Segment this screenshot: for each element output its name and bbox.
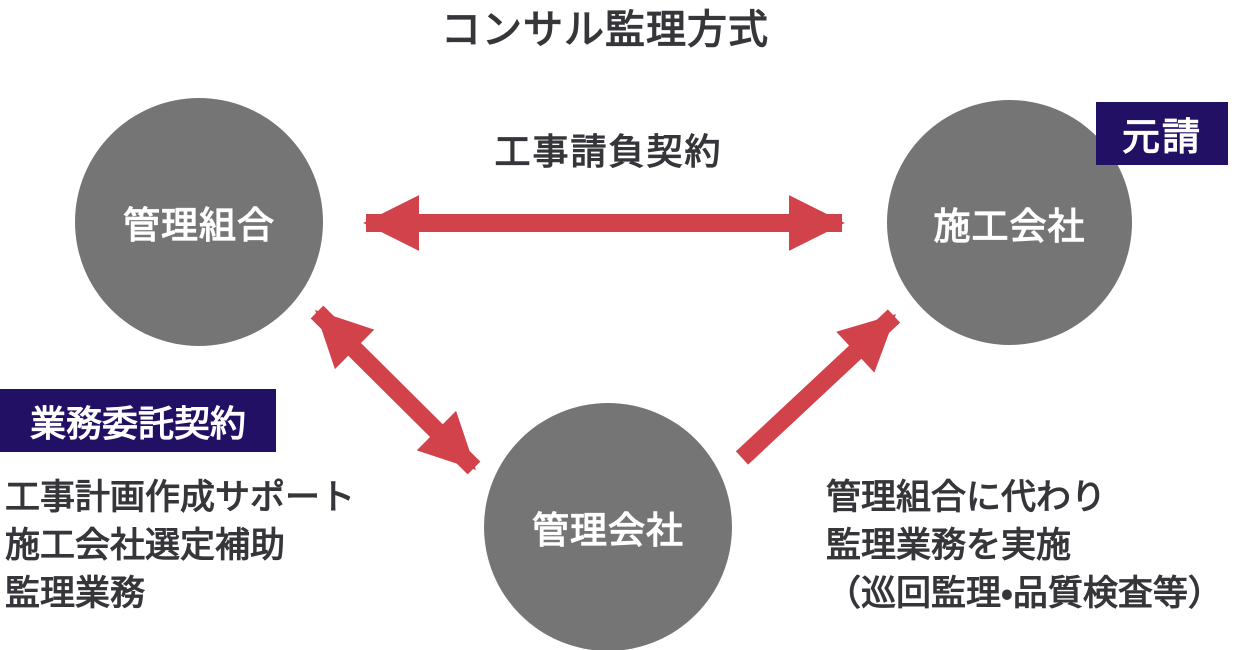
- node-management-association: 管理組合: [75, 98, 323, 346]
- consignment-contract-arrow: [310, 305, 481, 475]
- consignment-contract-badge: 業務委託契約: [0, 389, 276, 452]
- node-management-association-label: 管理組合: [123, 204, 275, 247]
- node-management-company-label: 管理会社: [532, 509, 684, 552]
- diagram-title: コンサル監理方式: [441, 7, 769, 53]
- supervision-duties-note: 管理組合に代わり 監理業務を実施 （巡回監理・品質検査等）: [826, 474, 1223, 618]
- construction-contract-label: 工事請負契約: [494, 132, 723, 173]
- node-construction-company-label: 施工会社: [933, 204, 1086, 248]
- node-construction-company: 施工会社: [887, 100, 1132, 345]
- note-line: 工事計画作成サポート: [5, 478, 356, 518]
- consultant-duties-note: 工事計画作成サポート 施工会社選定補助 監理業務: [5, 474, 355, 618]
- note-line: 監理業務を実施: [826, 526, 1072, 566]
- note-line: 管理組合に代わり: [826, 478, 1107, 518]
- node-management-company: 管理会社: [484, 403, 732, 650]
- note-line: （巡回監理・品質検査等）: [826, 574, 1223, 614]
- note-line: 監理業務: [5, 574, 146, 614]
- supervision-on-behalf-arrow: [735, 309, 901, 465]
- prime-contractor-badge: 元請: [1096, 102, 1228, 165]
- note-line: 施工会社選定補助: [5, 526, 286, 566]
